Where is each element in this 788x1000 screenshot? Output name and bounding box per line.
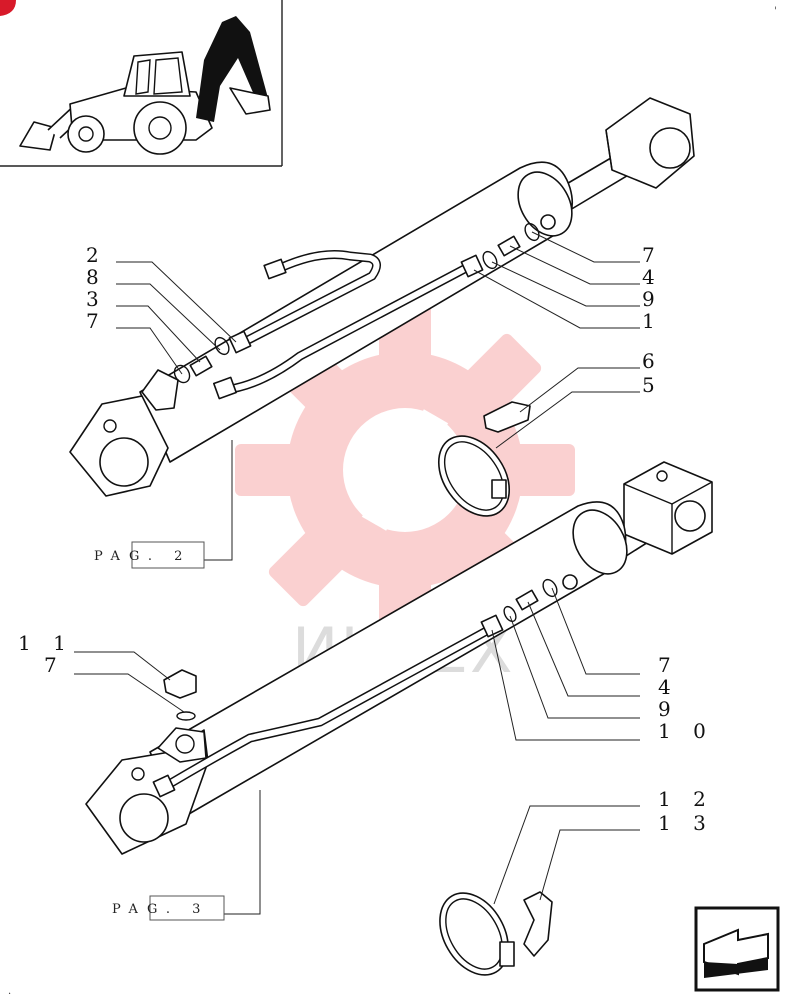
page-ref-lower[interactable]: PAG. 3	[112, 895, 225, 921]
page-ref-upper[interactable]: PAG. 2	[94, 541, 205, 569]
upper-bent-tube	[228, 250, 381, 354]
label-clamp-upper-1: 6	[642, 349, 663, 373]
corner-tick: '	[774, 6, 777, 17]
label-upper-right-3: 9	[642, 287, 663, 311]
label-lower-left-1: 1 1	[18, 631, 74, 655]
page-ref-upper-text[interactable]: PAG. 2	[94, 549, 191, 564]
page-ref-lower-text[interactable]: PAG. 3	[112, 902, 209, 917]
part-labels: 2 8 3 7 7 4 9 1 6 5 1 1 7 7 4 9 1 0 1 2 …	[18, 243, 714, 835]
upper-clamp-cover	[483, 401, 531, 433]
label-upper-right-2: 4	[642, 265, 663, 289]
bottom-dot: .	[8, 986, 11, 997]
label-lower-left-2: 7	[44, 653, 65, 677]
label-clamp-lower-2: 1 3	[658, 811, 714, 835]
lower-long-tube	[152, 614, 504, 798]
lower-cylinder	[85, 461, 713, 855]
upper-clamp	[437, 435, 511, 517]
label-lower-right-3: 9	[658, 697, 679, 721]
label-lower-right-2: 4	[658, 675, 679, 699]
label-lower-right-1: 7	[658, 653, 679, 677]
upper-long-tube	[213, 254, 484, 400]
lower-clamp-cover	[523, 891, 553, 957]
thumbnail-frame	[0, 0, 283, 167]
label-upper-left-4: 7	[86, 309, 107, 333]
label-upper-left-1: 2	[86, 243, 107, 267]
leader-lines	[74, 231, 640, 915]
label-upper-right-4: 1	[642, 309, 663, 333]
red-corner-mark-icon	[0, 0, 16, 16]
label-upper-left-2: 8	[86, 265, 107, 289]
backhoe-loader-icon	[19, 16, 271, 155]
lower-fittings	[163, 578, 558, 721]
label-clamp-lower-1: 1 2	[658, 787, 714, 811]
next-page-arrow-icon[interactable]	[694, 906, 780, 992]
watermark-gear-icon	[235, 300, 575, 640]
label-upper-left-3: 3	[86, 287, 107, 311]
label-clamp-upper-2: 5	[642, 373, 663, 397]
label-lower-right-4: 1 0	[658, 719, 714, 743]
upper-fittings	[173, 222, 540, 384]
label-upper-right-1: 7	[642, 243, 663, 267]
lower-clamp	[439, 892, 515, 976]
